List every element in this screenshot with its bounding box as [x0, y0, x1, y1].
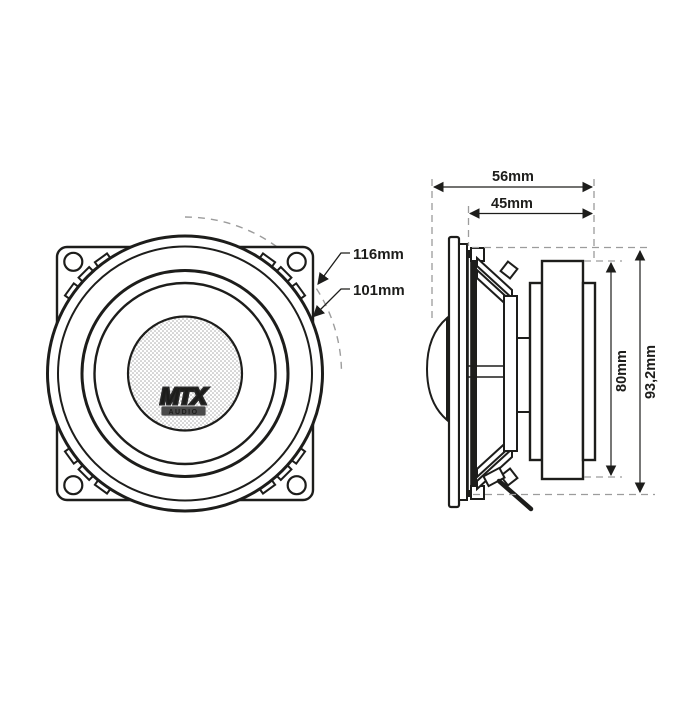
- flange-inner-strip: [458, 243, 468, 501]
- dimension-annotations: 56mm 45mm 80mm 93,2mm: [431, 169, 659, 496]
- dim-label-116mm: 116mm: [353, 246, 404, 263]
- corner-screw-holes: [63, 251, 307, 496]
- surround-outer-circle: [80, 269, 290, 478]
- leader-116mm: [317, 252, 350, 285]
- dim-label-80mm: 80mm: [614, 350, 630, 392]
- extension-lines: [431, 179, 655, 496]
- magnet-assembly: [528, 259, 597, 481]
- logo-audio-bar: [160, 405, 207, 417]
- voice-coil: [516, 337, 531, 413]
- front-view: MTX AUDIO 116mm 101mm: [46, 216, 405, 513]
- side-view: [425, 235, 597, 512]
- surround-inner-circle: [93, 281, 277, 466]
- dim-label-101mm: 101mm: [353, 282, 405, 299]
- cone-edge: [466, 250, 477, 497]
- flange-plate: [447, 235, 461, 509]
- leader-101mm: [312, 288, 350, 318]
- dust-cap: [126, 315, 244, 432]
- brand-logo: MTX AUDIO: [159, 382, 211, 417]
- back-plate: [581, 281, 597, 462]
- front-plate: [528, 281, 544, 462]
- front-callouts: 116mm 101mm: [312, 246, 405, 318]
- dim-label-45mm: 45mm: [491, 196, 533, 212]
- basket-ring: [503, 295, 518, 452]
- magnet: [540, 259, 585, 481]
- logo-mtx: MTX: [160, 383, 208, 409]
- dim-label-93-2mm: 93,2mm: [643, 345, 659, 399]
- logo-audio: AUDIO: [168, 409, 198, 416]
- terminal-tab: [482, 466, 506, 488]
- dome-profile: [425, 315, 448, 423]
- dim-label-56mm: 56mm: [492, 169, 534, 185]
